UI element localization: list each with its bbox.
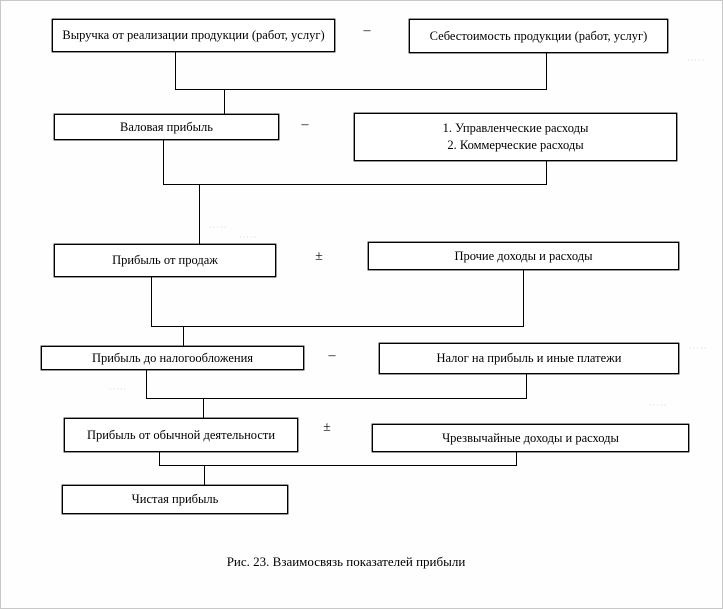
connector-line — [523, 270, 525, 326]
connector-line — [203, 398, 205, 418]
connector-line — [546, 161, 548, 184]
noise-artifact: ····· — [109, 385, 128, 394]
box-sales-profit-label: Прибыль от продаж — [112, 253, 218, 268]
box-admin-commercial-expenses: 1. Управленческие расходы 2. Коммерчески… — [354, 113, 677, 161]
operator-plus-minus-1: ± — [315, 249, 323, 264]
connector-line — [175, 52, 177, 89]
connector-line — [175, 89, 547, 91]
connector-line — [526, 374, 528, 398]
connector-line — [183, 326, 185, 346]
box-gross-profit: Валовая прибыль — [54, 114, 279, 140]
connector-line — [516, 452, 518, 465]
box-gross-profit-label: Валовая прибыль — [120, 119, 213, 134]
operator-plus-minus-2: ± — [323, 420, 331, 435]
box-cost: Себестоимость продукции (работ, услуг) — [409, 19, 668, 53]
connector-line — [159, 465, 517, 467]
box-ordinary-activity-profit-label: Прибыль от обычной деятельности — [86, 427, 276, 442]
connector-line — [163, 140, 165, 184]
noise-artifact: ····· — [687, 56, 706, 65]
connector-line — [146, 370, 148, 398]
commercial-expenses-line: 2. Коммерческие расходы — [447, 138, 584, 152]
box-tax-payments: Налог на прибыль и иные платежи — [379, 343, 679, 374]
box-revenue: Выручка от реализации продукции (работ, … — [52, 19, 335, 52]
noise-artifact: ····· — [209, 223, 228, 232]
box-net-profit-label: Чистая прибыль — [131, 492, 219, 507]
admin-expenses-line: 1. Управленческие расходы — [442, 121, 589, 136]
connector-line — [224, 89, 226, 114]
operator-minus-1: – — [363, 23, 371, 38]
figure-caption: Рис. 23. Взаимосвязь показателей прибыли — [226, 554, 466, 569]
connector-line — [204, 465, 206, 485]
operator-minus-3: – — [328, 348, 336, 363]
box-net-profit: Чистая прибыль — [62, 485, 288, 514]
operator-minus-2: – — [301, 117, 309, 132]
connector-line — [151, 326, 524, 328]
box-extraordinary-income-expenses: Чрезвычайные доходы и расходы — [372, 424, 689, 452]
connector-line — [151, 277, 153, 326]
box-other-income-expenses: Прочие доходы и расходы — [368, 242, 679, 270]
connector-line — [163, 184, 547, 186]
noise-artifact: ····· — [689, 344, 708, 353]
box-cost-label: Себестоимость продукции (работ, услуг) — [429, 28, 648, 43]
box-pretax-profit-label: Прибыль до налогообложения — [91, 350, 254, 365]
box-revenue-label: Выручка от реализации продукции (работ, … — [62, 28, 325, 43]
noise-artifact: ····· — [239, 233, 258, 242]
connector-line — [546, 53, 548, 89]
connector-line — [159, 452, 161, 465]
box-extraordinary-income-expenses-label: Чрезвычайные доходы и расходы — [442, 430, 619, 445]
connector-line — [146, 398, 527, 400]
box-ordinary-activity-profit: Прибыль от обычной деятельности — [64, 418, 298, 452]
box-tax-payments-label: Налог на прибыль и иные платежи — [436, 351, 622, 366]
box-sales-profit: Прибыль от продаж — [54, 244, 276, 277]
box-pretax-profit: Прибыль до налогообложения — [41, 346, 304, 370]
connector-line — [199, 184, 201, 244]
box-other-income-expenses-label: Прочие доходы и расходы — [454, 248, 593, 263]
noise-artifact: ····· — [649, 401, 668, 410]
